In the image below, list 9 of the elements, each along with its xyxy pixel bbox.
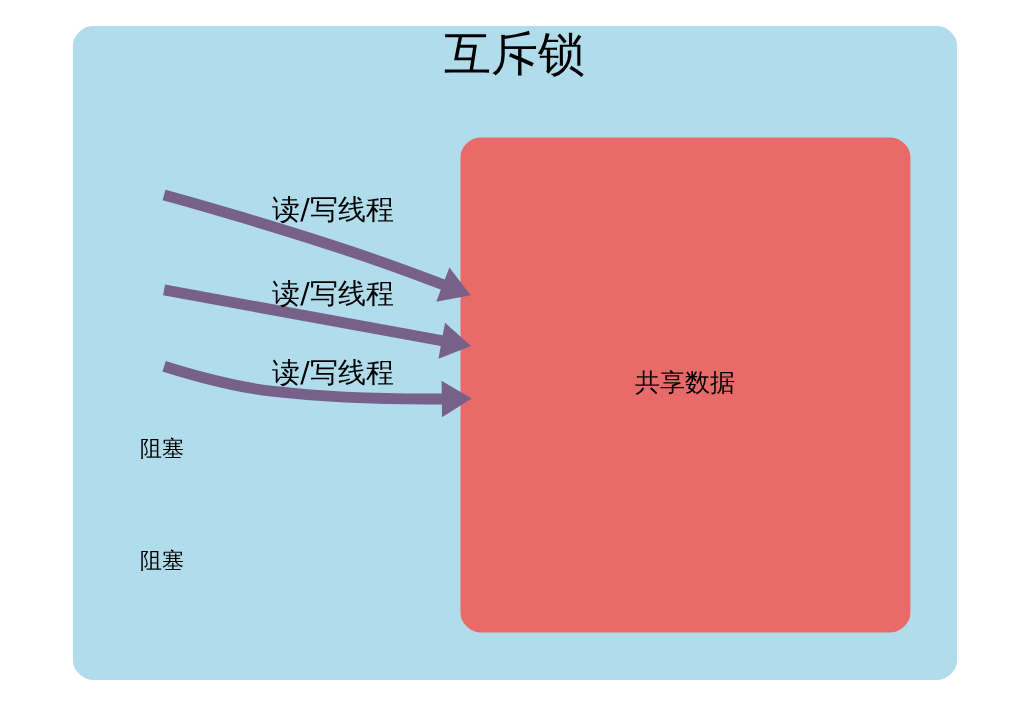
edge-label: 读/写线程	[272, 277, 394, 311]
label: 阻塞	[140, 436, 185, 462]
node-box: 共享数据	[460, 137, 911, 633]
edge-label: 读/写线程	[272, 356, 394, 390]
arrow	[162, 189, 471, 302]
edge-label: 读/写线程	[272, 192, 394, 226]
label: 阻塞	[140, 548, 185, 574]
arrow	[162, 361, 472, 418]
arrow	[163, 284, 472, 359]
